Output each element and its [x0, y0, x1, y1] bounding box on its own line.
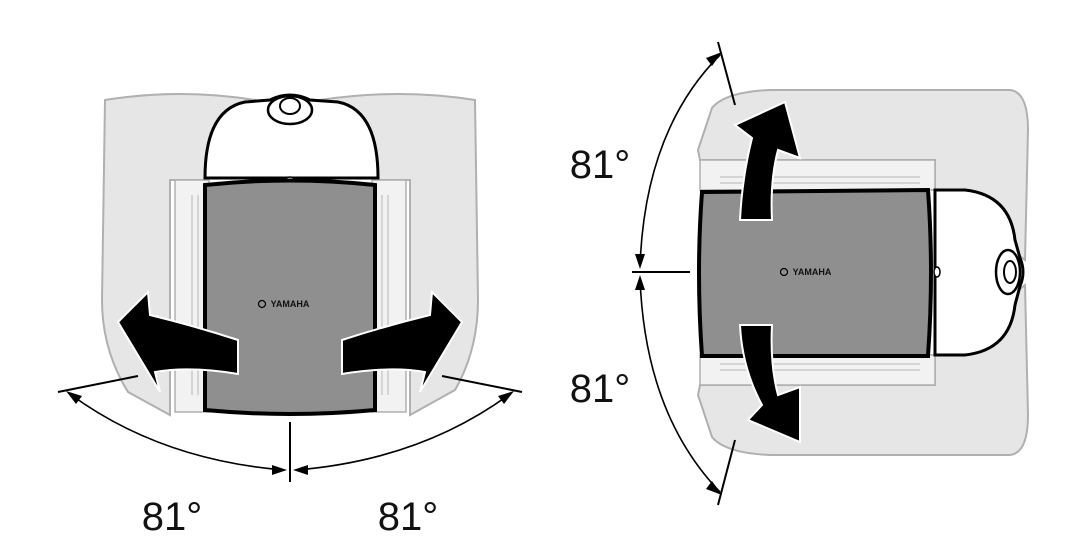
right-speaker-grille [697, 187, 933, 358]
right-angle-arc-top [639, 54, 721, 267]
right-arc-arrowhead [635, 275, 645, 290]
left-arc-arrowhead [66, 391, 82, 404]
right-rotate-down-arrow-icon [738, 324, 801, 444]
right-angle-arc-bottom [639, 277, 721, 493]
left-view: YAMAHA 81° 81° [57, 93, 523, 539]
right-limit-line-top [717, 41, 736, 106]
right-speaker-led [933, 266, 941, 278]
right-limit-line-bottom [717, 439, 736, 506]
left-limit-line-left [57, 375, 139, 393]
right-angle-label-top: 81° [570, 143, 631, 187]
right-arc-arrowhead [706, 52, 722, 66]
left-arc-arrowhead [498, 391, 514, 404]
left-brand-label: YAMAHA [271, 299, 310, 309]
left-rotate-left-arrow-icon [116, 289, 239, 393]
left-ghost-inner-right [371, 179, 407, 413]
right-angle-label-bottom: 81° [570, 367, 631, 411]
right-brand-label: YAMAHA [793, 267, 832, 277]
right-view: YAMAHA 81° 81° [570, 41, 1030, 506]
right-brand-logo-icon [779, 267, 789, 277]
left-angle-arc-right [295, 393, 511, 471]
right-speaker-knob-inner [1003, 260, 1017, 284]
right-arc-arrowhead [635, 254, 645, 269]
left-brand-logo-icon [257, 299, 267, 309]
left-angle-arc-left [69, 393, 285, 471]
right-ghost-inner-top [699, 159, 936, 191]
left-speaker-grille [203, 178, 377, 416]
left-arc-arrowhead [272, 465, 287, 475]
left-angle-label-right: 81° [378, 495, 439, 539]
right-arc-arrowhead [706, 481, 722, 495]
left-limit-line-right [441, 375, 523, 393]
left-angle-label-left: 81° [142, 495, 203, 539]
right-speaker-top-cap [933, 188, 1025, 357]
left-arc-arrowhead [293, 465, 308, 475]
right-rotate-up-arrow-icon [733, 100, 802, 221]
left-rotate-right-arrow-icon [341, 289, 464, 393]
left-speaker-knob-inner [279, 97, 301, 115]
